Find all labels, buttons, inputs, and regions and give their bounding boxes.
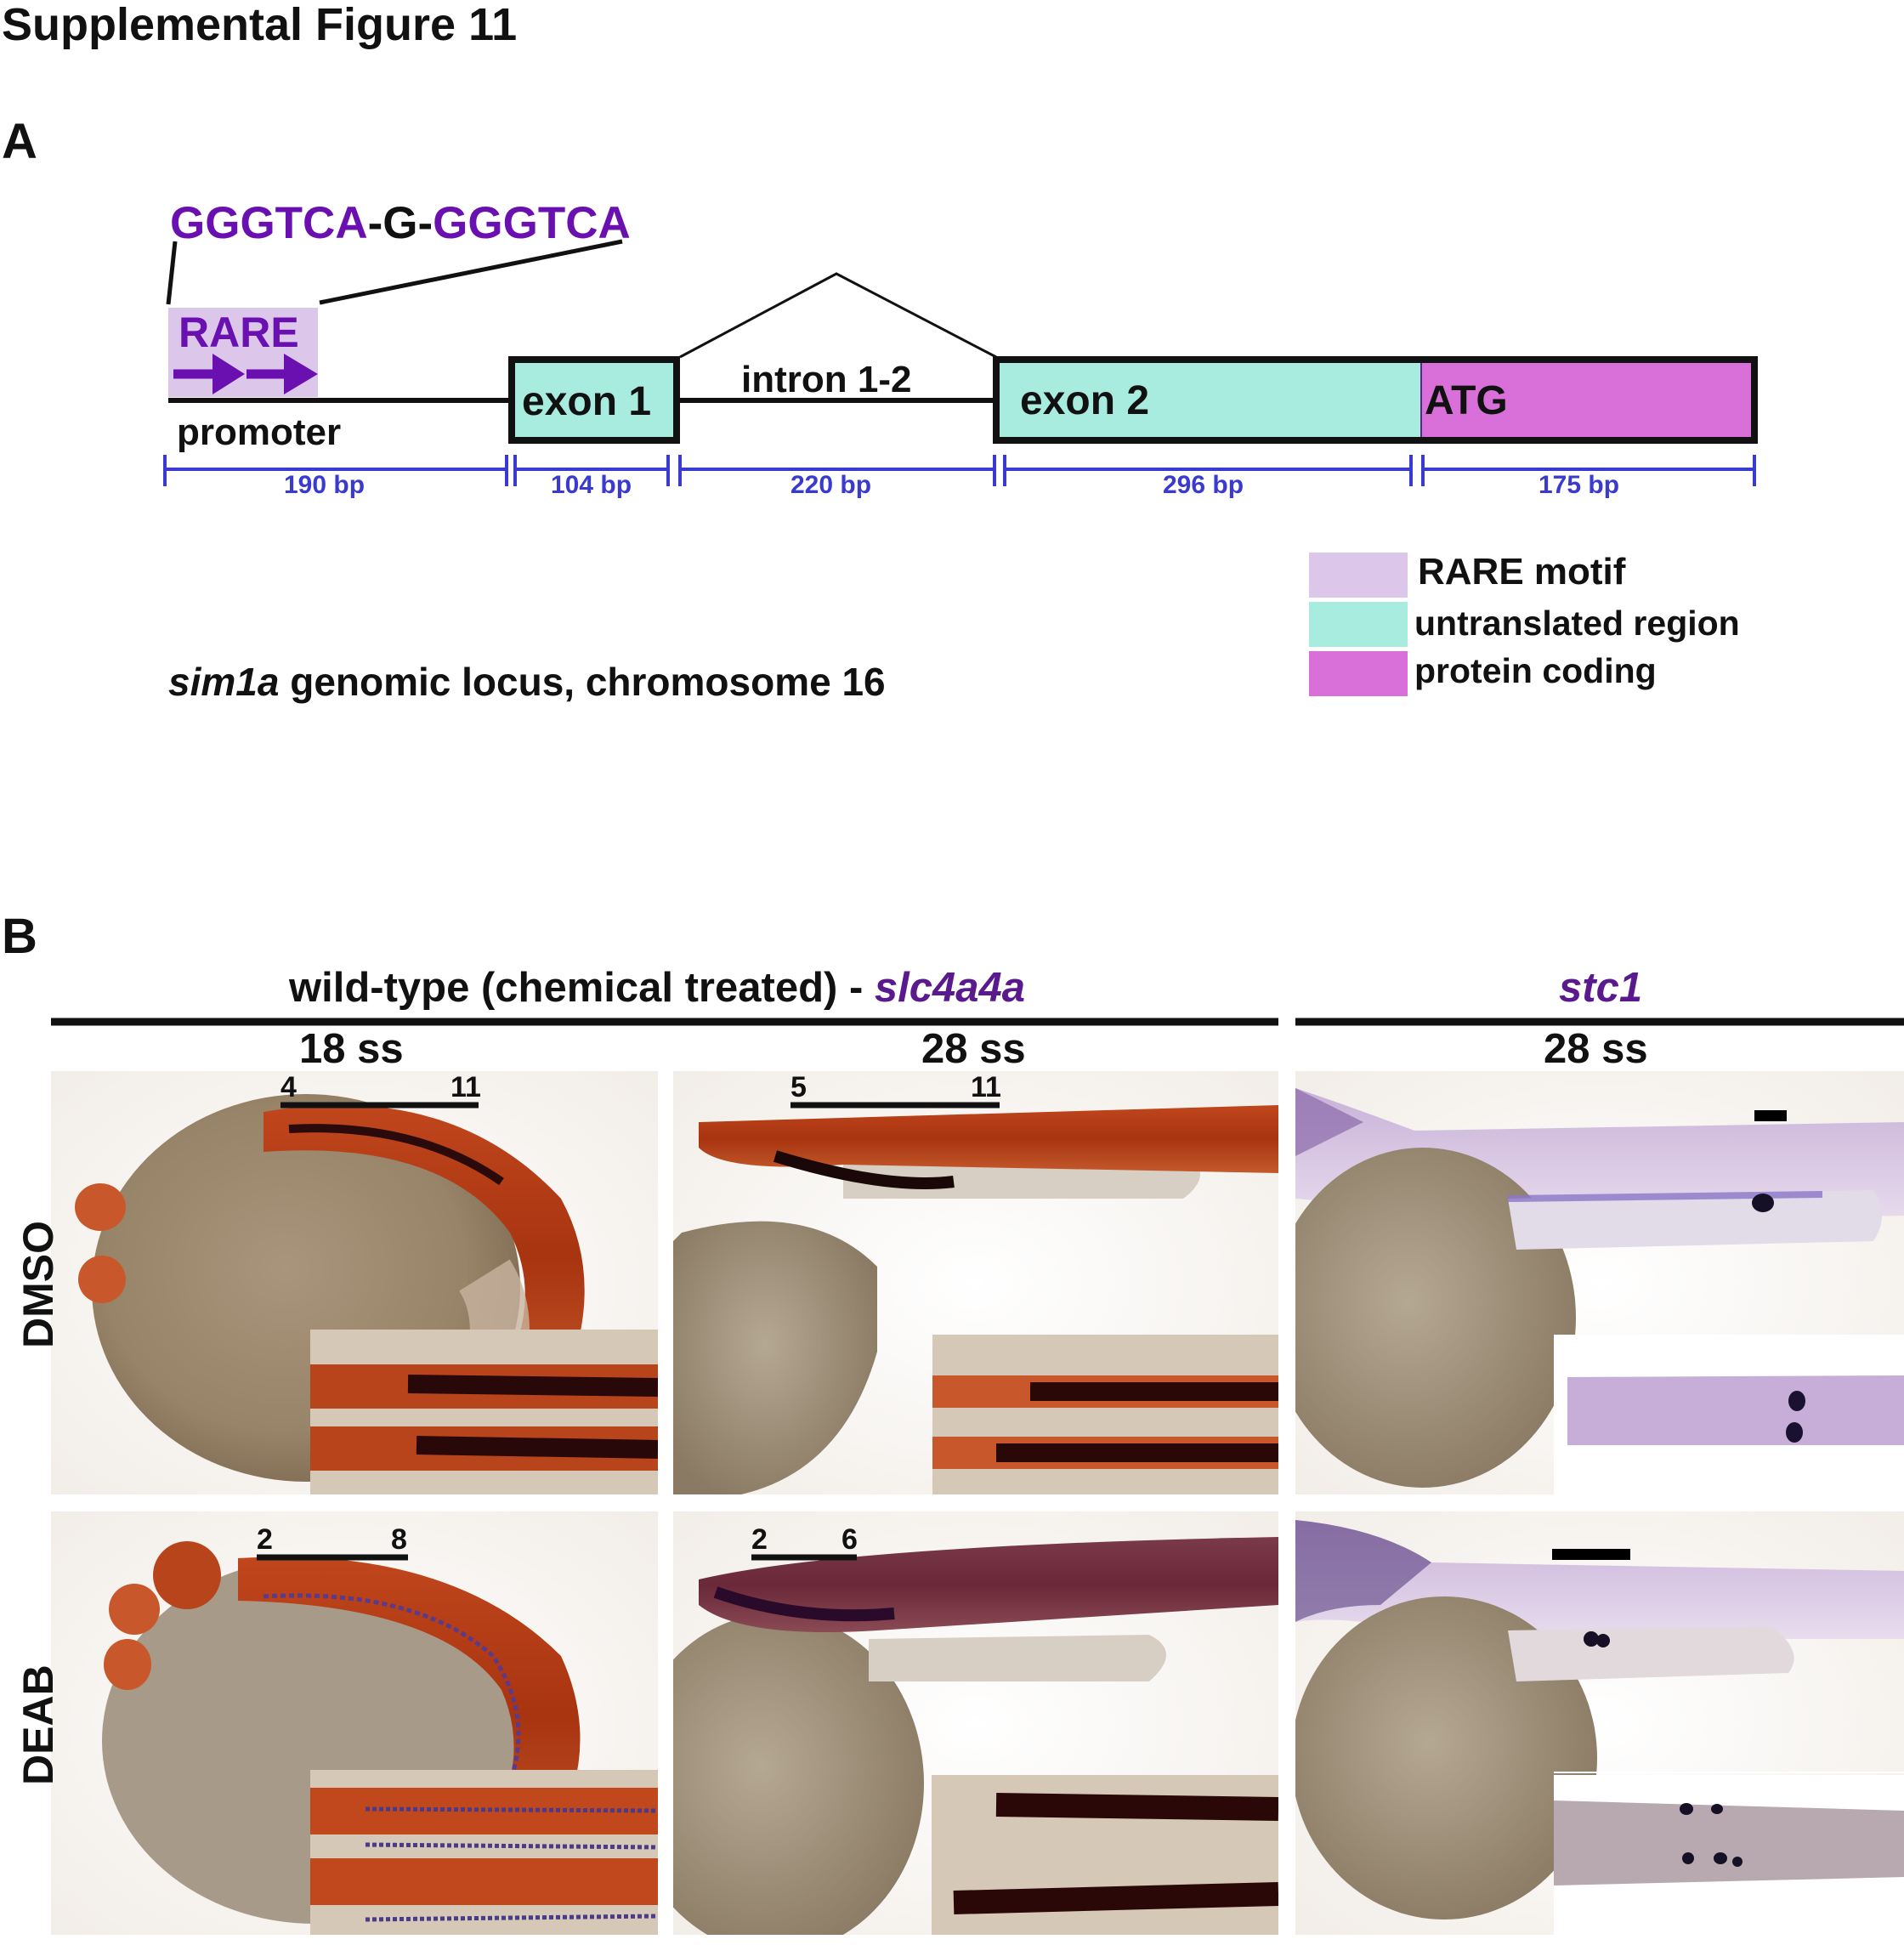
exon2-outline — [993, 356, 1758, 444]
locus-rest: genomic locus, chromosome 16 — [279, 660, 886, 704]
motif-half-1: GGGTCA — [170, 198, 368, 248]
image-deab-18ss — [51, 1511, 658, 1935]
panel-label-a: A — [2, 114, 37, 169]
legend-label-coding: protein coding — [1414, 651, 1657, 690]
legend-label-rare: RARE motif — [1418, 551, 1626, 593]
marker-dmso28-end: 11 — [971, 1071, 1001, 1103]
locus-gene: sim1a — [168, 660, 280, 704]
marker-deab18-start: 2 — [257, 1523, 273, 1556]
motif-half-2: GGGTCA — [433, 198, 631, 248]
legend-swatch-coding — [1309, 651, 1408, 696]
segment-length-promoter: 190 bp — [284, 471, 366, 499]
group1-heading: wild-type (chemical treated) - slc4a4a — [289, 964, 1025, 1012]
rare-label: RARE — [178, 309, 299, 356]
figure-title: Supplemental Figure 11 — [2, 0, 518, 50]
segment-length-coding: 175 bp — [1538, 471, 1620, 499]
motif-sequence: GGGTCA-G-GGGTCA — [170, 197, 631, 249]
row-label-dmso: DMSO — [14, 1221, 62, 1348]
intron-label: intron 1-2 — [741, 359, 912, 400]
image-deab-28ss-slc4a4a — [673, 1511, 1278, 1935]
segment-length-utr: 296 bp — [1163, 471, 1244, 499]
promoter-label: promoter — [177, 411, 342, 453]
scale-bar — [163, 455, 1756, 486]
legend-swatch-utr — [1309, 602, 1408, 647]
motif-callout-right — [319, 239, 623, 305]
gene-diagram — [163, 239, 1758, 486]
segment-length-intron: 220 bp — [790, 471, 872, 499]
legend-swatch-rare — [1309, 553, 1408, 598]
motif-callout-left — [166, 241, 178, 305]
panel-label-b: B — [2, 909, 37, 964]
marker-deab18-end: 8 — [391, 1523, 407, 1556]
marker-dmso28-start: 5 — [790, 1071, 807, 1103]
marker-dmso18-end: 11 — [450, 1071, 481, 1103]
marker-deab28-end: 6 — [842, 1523, 858, 1556]
rare-arrow-icon — [173, 354, 318, 394]
exon2-label: exon 2 — [1020, 378, 1150, 423]
marker-deab28-start: 2 — [751, 1523, 768, 1556]
exon1-label: exon 1 — [522, 379, 652, 424]
locus-caption: sim1a genomic locus, chromosome 16 — [168, 659, 886, 705]
image-deab-28ss-stc1 — [1295, 1511, 1904, 1935]
stage-label-col1: 18 ss — [299, 1026, 404, 1072]
splice-chevron — [679, 272, 997, 359]
group2-heading-gene: stc1 — [1559, 965, 1643, 1011]
image-dmso-28ss-stc1 — [1295, 1071, 1904, 1494]
exon2-utr-box — [996, 360, 1421, 440]
coding-region-box — [1421, 360, 1754, 440]
stage-label-col2: 28 ss — [921, 1026, 1026, 1072]
group1-heading-prefix: wild-type (chemical treated) - — [289, 965, 875, 1011]
marker-dmso18-start: 4 — [280, 1071, 297, 1103]
stage-label-col3: 28 ss — [1544, 1026, 1648, 1072]
motif-spacer: -G- — [367, 198, 434, 248]
row-label-deab: DEAB — [14, 1664, 62, 1785]
image-dmso-18ss — [51, 1071, 658, 1494]
segment-length-exon1: 104 bp — [551, 471, 632, 499]
legend-label-utr: untranslated region — [1414, 604, 1740, 643]
atg-label: ATG — [1425, 378, 1508, 423]
group1-heading-gene: slc4a4a — [874, 965, 1025, 1011]
image-dmso-28ss-slc4a4a — [673, 1071, 1278, 1494]
